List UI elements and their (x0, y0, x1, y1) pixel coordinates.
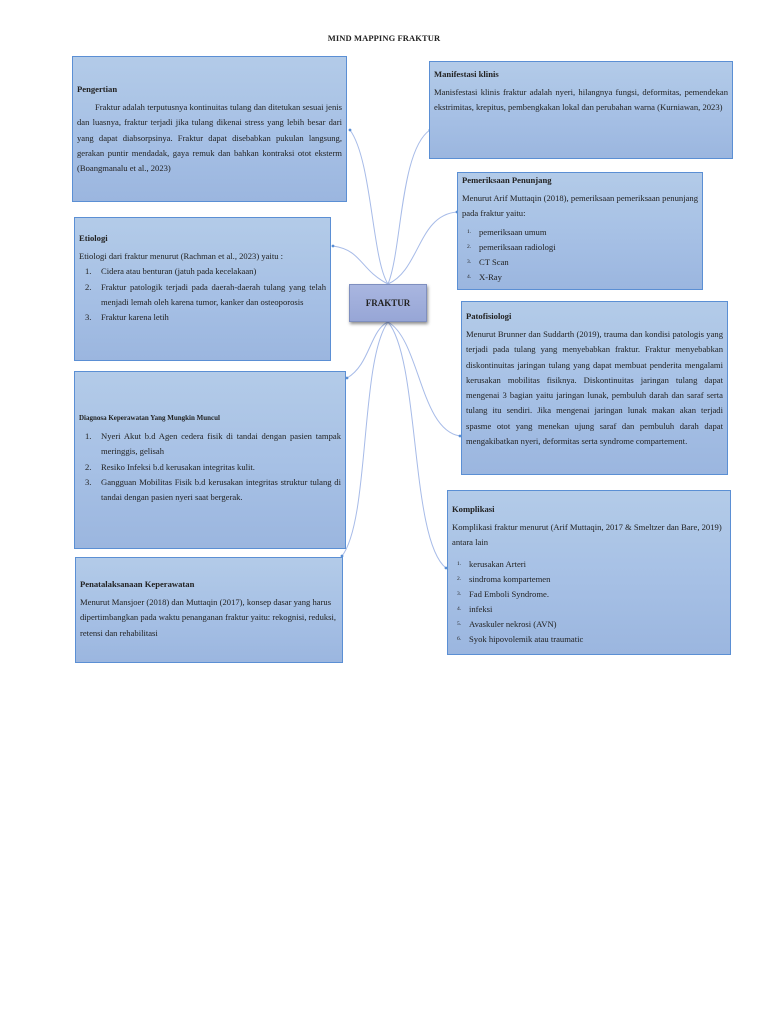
list-item: Gangguan Mobilitas Fisik b.d kerusakan i… (85, 475, 341, 503)
list-item: Avaskuler nekrosi (AVN) (457, 617, 557, 632)
komplikasi-list: kerusakan Arteri sindroma kompartemen Fa… (452, 557, 726, 647)
node-heading: Pengertian (77, 84, 118, 94)
node-pemeriksaan-penunjang: Pemeriksaan Penunjang Menurut Arif Mutta… (457, 172, 703, 290)
node-diagnosa-keperawatan: Diagnosa Keperawatan Yang Mungkin Muncul… (74, 371, 346, 549)
list-item: CT Scan (467, 255, 509, 270)
node-manifestasi-klinis: Manifestasi klinis Manisfestasi klinis f… (429, 61, 733, 159)
list-item: Resiko Infeksi b.d kerusakan integritas … (85, 460, 255, 476)
node-patofisiologi: Patofisiologi Menurut Brunner dan Suddar… (461, 301, 728, 475)
node-text: Menurut Mansjoer (2018) dan Muttaqin (20… (80, 597, 337, 638)
list-item: X-Ray (467, 270, 502, 285)
node-komplikasi: Komplikasi Komplikasi fraktur menurut (A… (447, 490, 731, 655)
list-item: pemeriksaan umum (467, 225, 547, 240)
list-item: Fraktur karena letih (85, 310, 169, 326)
list-item: kerusakan Arteri (457, 557, 527, 572)
list-item: pemeriksaan radiologi (467, 240, 556, 255)
node-heading: Manifestasi klinis (434, 69, 499, 79)
node-heading: Penatalaksanaan Keperawatan (80, 579, 195, 589)
node-text: Manisfestasi klinis fraktur adalah nyeri… (434, 87, 728, 113)
node-heading: Diagnosa Keperawatan Yang Mungkin Muncul (79, 414, 220, 422)
list-item: Syok hipovolemik atau traumatic (457, 632, 584, 647)
node-intro: Menurut Arif Muttaqin (2018), pemeriksaa… (462, 193, 698, 219)
node-etiologi: Etiologi Etiologi dari fraktur menurut (… (74, 217, 331, 361)
node-heading: Komplikasi (452, 504, 495, 514)
node-heading: Etiologi (79, 233, 108, 243)
list-item: Cidera atau benturan (jatuh pada kecelak… (85, 264, 257, 280)
list-item: infeksi (457, 602, 493, 617)
list-item: Fraktur patologik terjadi pada daerah-da… (85, 280, 326, 307)
etiologi-list: Cidera atau benturan (jatuh pada kecelak… (79, 264, 326, 325)
node-text: Menurut Brunner dan Suddarth (2019), tra… (466, 329, 723, 447)
node-heading: Pemeriksaan Penunjang (462, 175, 552, 185)
node-penatalaksanaan-keperawatan: Penatalaksanaan Keperawatan Menurut Mans… (75, 557, 343, 663)
node-intro: Komplikasi fraktur menurut (Arif Muttaqi… (452, 522, 722, 548)
list-item: Nyeri Akut b.d Agen cedera fisik di tand… (85, 429, 341, 457)
node-heading: Patofisiologi (466, 311, 512, 321)
page-title: MIND MAPPING FRAKTUR (327, 33, 441, 43)
center-node-fraktur: FRAKTUR (349, 284, 427, 322)
node-intro: Etiologi dari fraktur menurut (Rachman e… (79, 251, 284, 261)
list-item: sindroma kompartemen (457, 572, 551, 587)
node-text: Fraktur adalah terputusnya kontinuitas t… (77, 102, 342, 174)
diagnosa-list: Nyeri Akut b.d Agen cedera fisik di tand… (79, 429, 341, 505)
list-item: Fad Emboli Syndrome. (457, 587, 549, 602)
node-pengertian: Pengertian Fraktur adalah terputusnya ko… (72, 56, 347, 202)
pemeriksaan-list: pemeriksaan umum pemeriksaan radiologi C… (462, 225, 698, 285)
